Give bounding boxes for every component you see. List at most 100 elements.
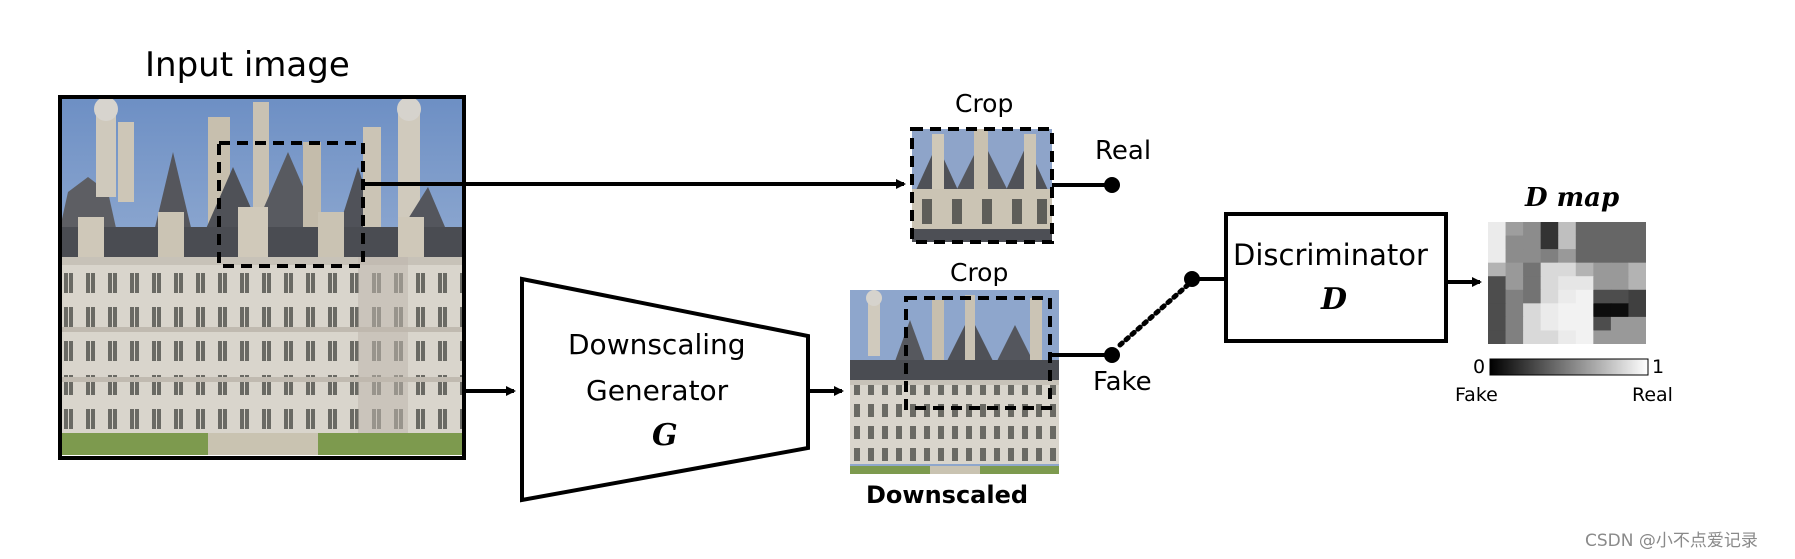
dmap-cell xyxy=(1540,276,1559,291)
dmap-cell xyxy=(1540,316,1559,332)
fake-label: Fake xyxy=(1093,367,1152,397)
discriminator-symbol: D xyxy=(1321,282,1348,317)
dmap-cell xyxy=(1523,249,1542,264)
dmap-cell xyxy=(1628,330,1646,344)
dmap-scale-min: 0 xyxy=(1473,356,1486,378)
input-crop-box xyxy=(217,141,365,268)
dmap-cell xyxy=(1505,249,1524,264)
dmap-cell xyxy=(1593,222,1612,237)
dmap-cell xyxy=(1558,276,1577,291)
dmap-cell xyxy=(1593,289,1612,304)
dmap-cell xyxy=(1523,303,1542,318)
dmap-cell xyxy=(1610,289,1630,304)
dmap-cell xyxy=(1628,316,1646,332)
downscaled-image xyxy=(850,290,1059,474)
downscaled-label: Downscaled xyxy=(866,481,1029,509)
dmap-cell xyxy=(1523,330,1542,344)
crop-fake-label: Crop xyxy=(950,258,1009,287)
dmap-cell xyxy=(1540,303,1559,318)
generator-label-line2: Generator xyxy=(586,374,729,407)
dmap-cell xyxy=(1540,235,1559,250)
dmap-cell xyxy=(1593,262,1612,277)
dmap-cell xyxy=(1488,249,1507,264)
crop-real-image xyxy=(912,129,1052,242)
dmap-cell xyxy=(1558,235,1577,250)
dmap-cell xyxy=(1540,330,1559,344)
dmap-cell xyxy=(1540,222,1559,237)
dmap-cell xyxy=(1505,330,1524,344)
dmap-cell xyxy=(1505,222,1524,237)
dmap-cell xyxy=(1523,316,1542,332)
dmap-cell xyxy=(1610,262,1630,277)
dmap-cell xyxy=(1593,330,1612,344)
generator-symbol: G xyxy=(652,418,678,453)
crop-real-frame xyxy=(910,127,1054,244)
dmap-cell xyxy=(1610,330,1630,344)
dmap-cell xyxy=(1593,249,1612,264)
crop-photo xyxy=(912,129,1052,242)
real-label: Real xyxy=(1095,136,1152,166)
dmap-cell xyxy=(1505,289,1524,304)
dmap-cell xyxy=(1593,316,1612,332)
discriminator-block xyxy=(1224,212,1448,343)
dmap-cell xyxy=(1558,289,1577,304)
input-image-frame xyxy=(58,95,466,460)
dmap-scale-right-label: Real xyxy=(1632,384,1673,406)
dmap-cell xyxy=(1575,276,1594,291)
dmap-cell xyxy=(1523,289,1542,304)
dmap-cell xyxy=(1575,303,1594,318)
dmap-cell xyxy=(1558,222,1577,237)
dmap-cell xyxy=(1523,235,1542,250)
dmap-scale-max: 1 xyxy=(1652,356,1665,378)
dmap-cell xyxy=(1575,262,1594,277)
dmap-cell xyxy=(1558,262,1577,277)
dmap-cell xyxy=(1488,276,1507,291)
real-node xyxy=(1104,177,1120,193)
dmap-cell xyxy=(1558,249,1577,264)
d-map-grid xyxy=(1488,222,1646,344)
dmap-cell xyxy=(1593,303,1612,318)
dmap-cell xyxy=(1628,222,1646,237)
castle-photo xyxy=(58,97,462,455)
dmap-cell xyxy=(1628,262,1646,277)
dmap-cell xyxy=(1523,262,1542,277)
dmap-cell xyxy=(1610,276,1630,291)
dmap-cell xyxy=(1488,289,1507,304)
downscaled-photo xyxy=(850,290,1059,474)
dmap-cell xyxy=(1593,235,1612,250)
dmap-cell xyxy=(1505,276,1524,291)
dmap-cell xyxy=(1505,316,1524,332)
dmap-cell xyxy=(1628,303,1646,318)
dmap-cell xyxy=(1488,303,1507,318)
dmap-cell xyxy=(1488,316,1507,332)
dmap-cell xyxy=(1575,235,1594,250)
dmap-cell xyxy=(1575,316,1594,332)
watermark: CSDN @小不点爱记录 xyxy=(1585,531,1758,551)
dmap-cell xyxy=(1540,262,1559,277)
dmap-cell xyxy=(1505,303,1524,318)
dmap-cell xyxy=(1540,289,1559,304)
dmap-cell xyxy=(1488,330,1507,344)
generator-label-line1: Downscaling xyxy=(568,328,746,361)
dmap-cell xyxy=(1558,303,1577,318)
dmap-cell xyxy=(1628,249,1646,264)
dmap-cell xyxy=(1488,222,1507,237)
dmap-cell xyxy=(1575,249,1594,264)
dmap-scale-bar xyxy=(1489,358,1649,376)
crop-real-label: Crop xyxy=(955,89,1014,118)
dmap-cell xyxy=(1558,330,1577,344)
dmap-cell xyxy=(1628,235,1646,250)
dmap-cell xyxy=(1488,235,1507,250)
dmap-cell xyxy=(1575,330,1594,344)
input-image xyxy=(58,97,462,455)
dmap-cell xyxy=(1575,289,1594,304)
dmap-cell xyxy=(1523,222,1542,237)
fake-node xyxy=(1104,347,1120,363)
dmap-cell xyxy=(1610,235,1630,250)
dmap-cell xyxy=(1558,316,1577,332)
dmap-cell xyxy=(1610,316,1630,332)
dmap-cell xyxy=(1523,276,1542,291)
dmap-cell xyxy=(1505,262,1524,277)
